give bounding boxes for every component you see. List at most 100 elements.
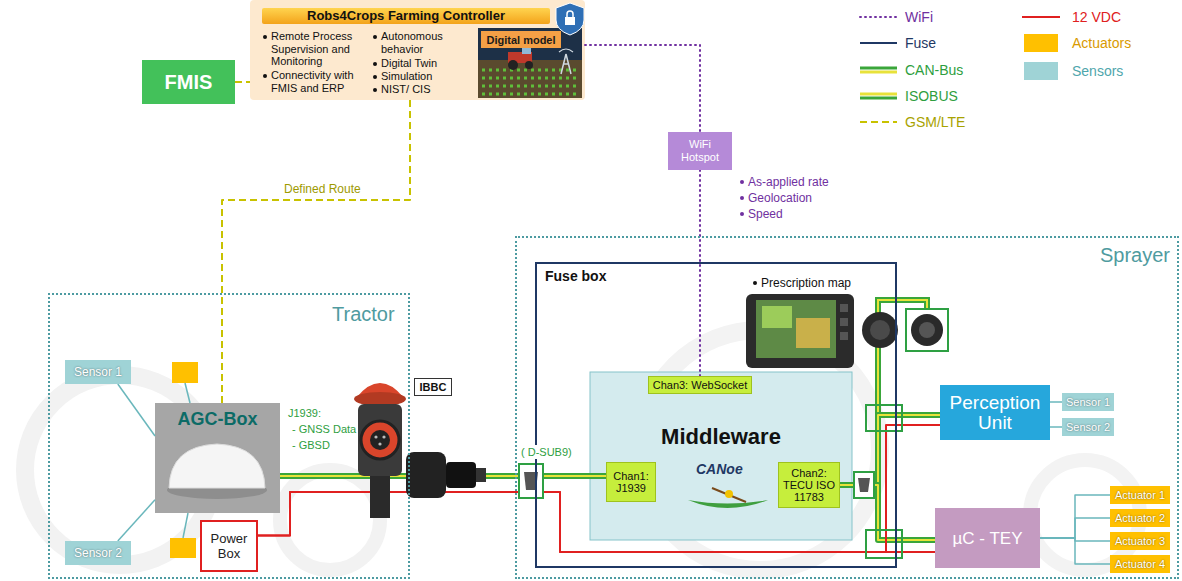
legend-text: GSM/LTE: [905, 114, 965, 130]
lock-shackle: [567, 11, 573, 17]
signal-wire: [1040, 495, 1110, 538]
edge-label: Defined Route: [282, 182, 363, 196]
model-sky: [478, 28, 582, 98]
node-text: Simulation: [372, 70, 477, 83]
middleware-fill: [590, 372, 852, 540]
perception-box: Perception Unit: [940, 385, 1050, 440]
connector-line: [222, 100, 410, 403]
node-text: µC - TEY: [953, 529, 1023, 548]
connector-line: [1050, 426, 1062, 428]
terminal-button: [840, 304, 848, 312]
legend-text: ISOBUS: [905, 88, 958, 104]
tractor-region: TractorSensor 1Sensor 2AGC-BoxPower Box: [48, 293, 410, 579]
node-text: Actuator 2: [1115, 512, 1165, 525]
node-text: Digital Twin: [372, 57, 477, 70]
node-text: IBBC: [420, 381, 447, 394]
isobus-plug-face: [870, 320, 890, 340]
isobus-socket-frame: [906, 309, 948, 351]
legend-swatch: [1024, 62, 1058, 80]
terminal-button: [840, 318, 848, 326]
socket-stem: [370, 476, 390, 518]
node-text: Sensor 2: [1066, 420, 1110, 434]
isobus-socket-face: [919, 322, 935, 338]
node-text: NIST/ CIS: [372, 83, 477, 96]
legend-text: Actuators: [1072, 35, 1131, 51]
note-label: - GBSD: [292, 438, 330, 452]
wheel-watermark: [280, 470, 380, 570]
node-text: Robs4Crops Farming Controller: [262, 8, 550, 24]
channel-box: Chan2: TECU ISO 11783: [778, 462, 840, 508]
note-label: ( D-SUB9): [521, 445, 572, 459]
node-text: Sensor 2: [74, 546, 122, 560]
actuator-box: Actuator 2: [1110, 509, 1170, 527]
lte-link: [222, 100, 410, 403]
fuse-region: Fuse boxMiddlewareChan3: WebSocketChan1:…: [535, 262, 897, 568]
actuator-block: [170, 538, 196, 558]
dsub-connector: [519, 464, 543, 498]
antenna-icon: [561, 54, 571, 74]
node-text: Perception Unit: [942, 393, 1048, 433]
agc-box: AGC-Box: [155, 403, 280, 513]
plug-head: [406, 452, 446, 498]
signal-wire: [185, 383, 190, 403]
legend-power-line: [1022, 16, 1060, 18]
note-label: Geolocation: [739, 191, 812, 205]
legend-isobus-line: [860, 97, 897, 100]
connector-line: [1050, 401, 1062, 403]
socket-face: [361, 421, 399, 459]
note-label: As-applied rate: [739, 175, 829, 189]
terminal-screen: [756, 300, 836, 358]
legend-lte-line: [860, 121, 897, 123]
lte-link: [235, 82, 250, 83]
node-text: WiFi Hotspot: [670, 138, 730, 164]
dsub-shell: [858, 478, 870, 492]
socket-pins: [370, 430, 390, 450]
middleware-box: MiddlewareChan3: WebSocketChan1: J1939Ch…: [590, 372, 852, 540]
legend-text: Sensors: [1072, 63, 1123, 79]
signal-wire: [1040, 518, 1110, 538]
agc-dome: [169, 444, 265, 488]
legend-fuse-line: [860, 42, 897, 44]
node-text: Tractor: [332, 303, 395, 325]
plug-grip: [446, 462, 476, 488]
actuator-block: [172, 362, 198, 383]
crop-row: [482, 77, 578, 80]
node-text: Middleware: [590, 424, 852, 450]
legend-can-line: [860, 67, 897, 70]
connector-line: [1040, 518, 1110, 538]
sensor-box: Sensor 2: [1062, 418, 1114, 436]
note-label: Speed: [739, 207, 783, 221]
node-text: Sensor 1: [1066, 395, 1110, 409]
socket-body: [358, 404, 402, 476]
isobus-plug: [862, 312, 898, 348]
ibbc-box: IBBC: [414, 378, 452, 396]
legend-text: 12 VDC: [1072, 9, 1121, 25]
actuator-box: Actuator 3: [1110, 532, 1170, 550]
model-tag: Digital model: [481, 31, 561, 48]
node-text: Remote Process Supervision and Monitorin…: [262, 30, 375, 68]
wifi-link: [700, 170, 701, 376]
terminal-body: [746, 294, 854, 368]
legend-can-line: [860, 71, 897, 74]
canoe-paddler: [725, 490, 733, 498]
plug-tail: [476, 468, 486, 482]
node-text: Digital model: [486, 34, 555, 46]
mcu-box: µC - TEY: [935, 508, 1040, 568]
fmis-box: FMIS: [142, 60, 235, 104]
wifi-link: [585, 45, 700, 132]
node-text: Connectivity with FMIS and ERP: [262, 69, 375, 94]
legend-text: CAN-Bus: [905, 62, 963, 78]
agc-housing: [155, 403, 280, 513]
sensor-box: Sensor 1: [1062, 393, 1114, 411]
signal-wire: [118, 384, 155, 436]
map-zone: [762, 306, 792, 328]
socket-pin: [382, 435, 385, 438]
model-wheel: [525, 61, 533, 69]
node-text: Sensor 1: [74, 365, 122, 379]
controller-panel: Robs4Crops Farming ControllerRemote Proc…: [250, 0, 585, 100]
channel-box: Chan1: J1939: [606, 462, 656, 502]
signal-wire: [1040, 538, 1110, 564]
signal-wire: [118, 500, 155, 541]
canoe-hull: [688, 500, 768, 508]
model-wheel: [508, 60, 518, 70]
